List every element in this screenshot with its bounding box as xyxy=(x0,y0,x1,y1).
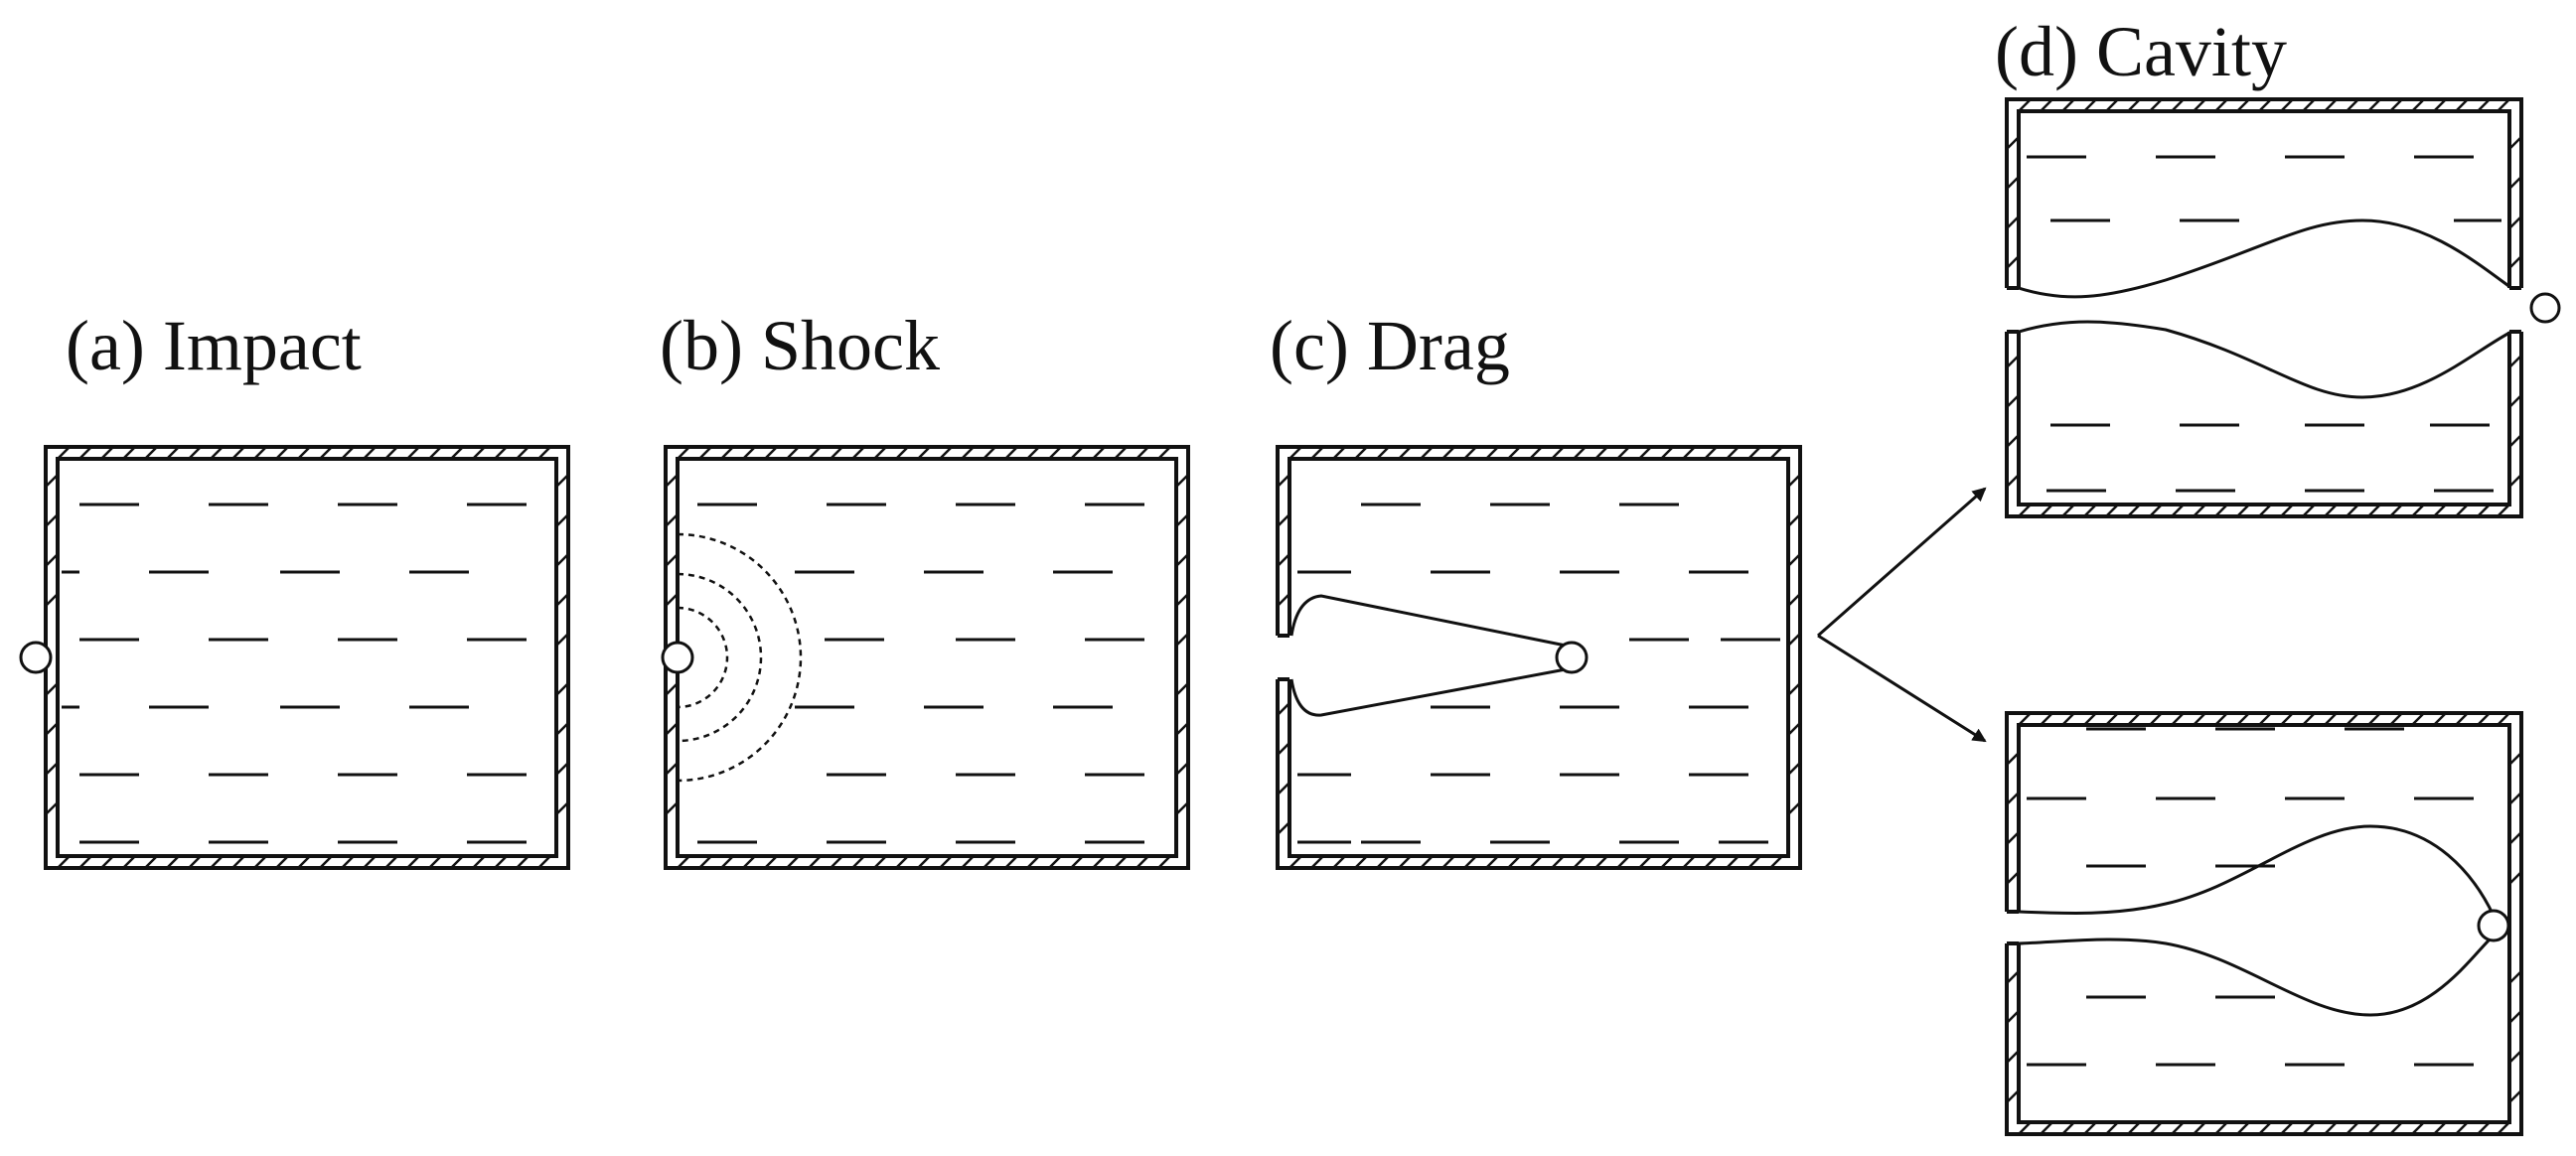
cavity-boundary xyxy=(2018,218,2512,399)
tank-walls xyxy=(2005,97,2523,518)
tank-walls xyxy=(2005,711,2523,1136)
water-dashes xyxy=(1297,503,1780,844)
shock-waves xyxy=(677,532,803,783)
panel-shock xyxy=(661,445,1190,870)
label-shock: (b) Shock xyxy=(660,306,940,385)
projectile xyxy=(661,641,694,674)
water-dashes xyxy=(2027,155,2501,493)
projectile xyxy=(2477,909,2510,942)
projectile xyxy=(2529,292,2561,324)
wall-hatching xyxy=(665,446,1189,869)
projectile xyxy=(19,641,53,674)
label-drag: (c) Drag xyxy=(1270,306,1510,385)
water-dashes xyxy=(2027,727,2474,1067)
panel-impact xyxy=(19,445,570,870)
label-cavity: (d) Cavity xyxy=(1995,12,2287,91)
drag-cavity xyxy=(1289,594,1567,717)
projectile xyxy=(1555,641,1589,674)
water-dashes xyxy=(697,503,1144,844)
tank-walls xyxy=(44,445,570,870)
panel-drag xyxy=(1276,445,1802,870)
cavity-boundary xyxy=(2018,824,2496,1017)
label-impact: (a) Impact xyxy=(66,306,362,385)
tank-walls xyxy=(664,445,1190,870)
wall-hatching xyxy=(45,446,569,869)
panel-cavity-top xyxy=(2005,97,2561,518)
water-dashes xyxy=(62,503,527,844)
tank-walls xyxy=(1276,445,1802,870)
transition-arrows xyxy=(1817,487,1987,743)
wall-hatching xyxy=(1277,446,1801,869)
wall-hatching xyxy=(2006,712,2522,1135)
wall-hatching xyxy=(2006,98,2522,517)
panel-cavity-bottom xyxy=(2005,711,2523,1136)
